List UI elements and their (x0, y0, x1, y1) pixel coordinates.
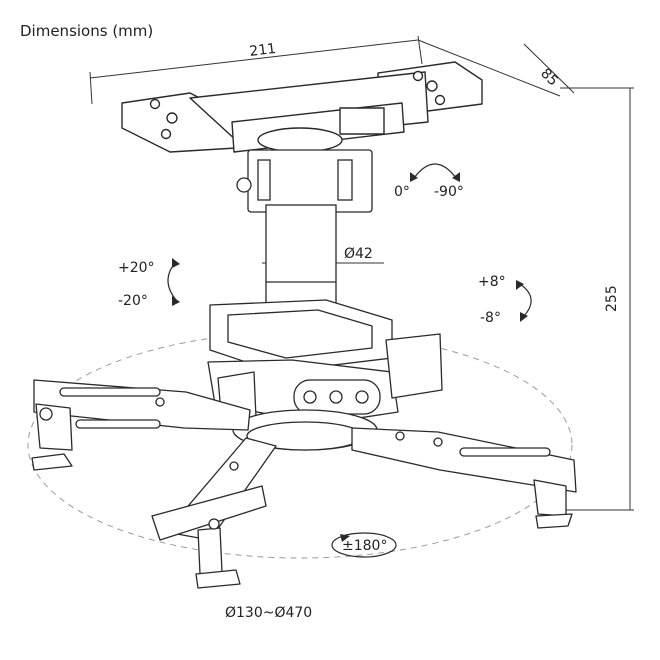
arm-screw (39, 407, 53, 421)
pole (265, 204, 337, 318)
mounting-hole (412, 70, 424, 82)
arrow-head (340, 534, 350, 542)
swing-range-ellipse (27, 331, 573, 559)
ceiling-plate-block (339, 107, 385, 135)
arm-screw (208, 518, 220, 530)
width-dimension-line (89, 39, 419, 79)
mounting-hole (426, 80, 438, 92)
ceiling-plate (121, 61, 483, 153)
arrow-head (516, 280, 524, 290)
height-label: 255 (604, 285, 620, 312)
depth-dimension-line (523, 43, 575, 94)
upper-knob (236, 177, 252, 193)
arm-slot (59, 387, 161, 397)
tilt-plus-label: +8° (478, 274, 506, 290)
arrow-head (410, 172, 418, 182)
tilt-rotation-arrow (519, 283, 532, 317)
depth-label: 85 (537, 66, 561, 90)
arm-screw (395, 431, 405, 441)
mounting-hole (149, 98, 161, 110)
arm-slot (459, 447, 551, 457)
rotation-labels: 0° -90° +20° -20° +8° -8° ±180° (118, 184, 506, 554)
roll-plus-label: +20° (118, 260, 155, 276)
swivel-rotation-arrow (331, 532, 397, 558)
pitch-minus-label: -90° (434, 184, 464, 200)
adjust-screw (355, 390, 369, 404)
pitch-rotation-arrow (413, 163, 457, 179)
upper-clamp (236, 149, 373, 213)
diagram-title: Dimensions (mm) (20, 22, 154, 40)
spider-arms (31, 379, 577, 589)
tilt-minus-label: -8° (480, 310, 501, 326)
width-extension-left (89, 71, 93, 105)
rotation-arrows (167, 163, 532, 558)
arm-slot (75, 419, 161, 429)
foot-pad (535, 513, 573, 529)
pole-diameter-label: Ø42 (344, 246, 373, 262)
upper-clamp-tab (257, 159, 271, 201)
depth-extension-line (417, 39, 561, 97)
arrow-head (172, 258, 180, 268)
arm-right (351, 427, 577, 493)
arm-screw (229, 461, 239, 471)
span-range-label: Ø130~Ø470 (225, 605, 312, 621)
foot-right (533, 479, 567, 517)
mounting-hole (160, 128, 172, 140)
foot-front (197, 527, 223, 575)
adjust-screw (303, 390, 317, 404)
arrow-head (172, 296, 180, 306)
foot-pad (31, 453, 73, 471)
upper-clamp-tab (337, 159, 353, 201)
tilt-head (207, 299, 443, 451)
pole-tube (265, 204, 337, 318)
width-label: 211 (249, 41, 277, 60)
mounting-hole (166, 112, 178, 124)
arm-screw (433, 437, 443, 447)
swivel-label: ±180° (342, 538, 387, 554)
adjust-screw (329, 390, 343, 404)
arm-front-sleeve (151, 485, 267, 541)
tilt-side-bracket (385, 333, 443, 399)
pitch-zero-label: 0° (394, 184, 410, 200)
arm-screw (155, 397, 165, 407)
arrow-head (520, 312, 528, 322)
foot-pad (195, 569, 241, 589)
tilt-head-inner (227, 309, 373, 359)
ceiling-plate-hub (257, 127, 343, 153)
roll-minus-label: -20° (118, 293, 148, 309)
mounting-hole (434, 94, 446, 106)
arrow-head (452, 172, 460, 182)
